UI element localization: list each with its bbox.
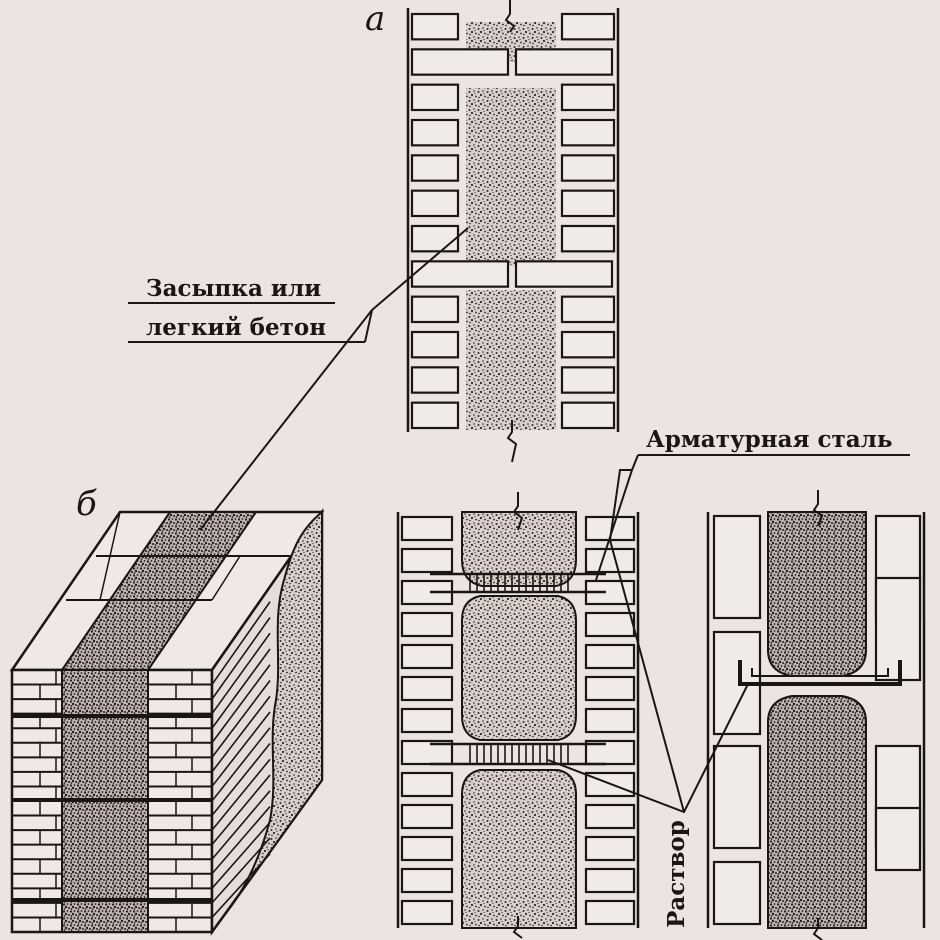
fill-a-mid [466,88,556,266]
side-course-joint [211,743,271,817]
brick-a [560,401,616,430]
brick-a [410,295,460,324]
side-course-joint [211,617,271,700]
brick-a [560,330,616,359]
brick-a [410,12,460,41]
brick-c [400,771,454,798]
break-mark-d-top [812,490,824,527]
side-course-joint [211,632,271,715]
brick-c [400,675,454,702]
brick-c [400,515,454,542]
brick-c [584,835,636,862]
mortar-leader [547,683,749,814]
core-c-mid [461,595,577,741]
brick-a [410,224,460,253]
brick-a [514,48,614,76]
fill-label-line-1: Засыпка или [146,275,321,302]
core-d-top [767,511,867,677]
brick-c [584,899,636,926]
figure-b-isometric-block [9,508,325,936]
brick-c [400,803,454,830]
brick-c [584,707,636,734]
mortar-label: Раствор [663,820,690,928]
side-course-joint [211,837,271,904]
fill-a-bottom [466,290,556,430]
brick-c [584,643,636,670]
brick-c [400,835,454,862]
side-course-joint [211,711,271,787]
brick-a [410,401,460,430]
side-course-joint [211,821,271,889]
brick-c [584,867,636,894]
brick-a [560,295,616,324]
break-mark-a-top [504,0,516,33]
brick-a [410,154,460,182]
side-course-joint [211,790,271,860]
side-course-joint [211,806,271,875]
brick-a [410,83,460,112]
brick-c [400,867,454,894]
brick-d [712,514,762,620]
leader-lines [128,227,910,814]
break-mark-c-bottom [512,916,523,939]
brick-c [400,547,454,574]
brick-a [410,330,460,359]
side-course-joint [211,695,271,773]
side-course-joint [211,774,271,846]
rebar-leader-to-d [608,469,685,813]
break-mark-c-top [512,492,524,531]
side-course-joint [211,648,271,729]
brick-a [410,118,460,147]
core-c-top [461,511,577,587]
hooked-tie [738,660,902,686]
side-course-joint [211,758,271,831]
brick-a [560,118,616,147]
brick-a [410,366,460,394]
brick-a [560,12,616,41]
brick-c [400,611,454,638]
side-course-joint [211,853,271,918]
side-course-joint [211,727,271,802]
fill-label-line-2: легкий бетон [146,314,326,341]
block-side-plaster [211,509,323,933]
side-course-joint [211,664,271,744]
brick-c [400,899,454,926]
brick-c [400,707,454,734]
brick-c [584,611,636,638]
core-c-bottom [461,769,577,929]
figure-a-wall-section [406,0,620,463]
core-d-bottom [767,695,867,929]
brick-c [584,547,636,574]
rebar-label: Арматурная сталь [646,426,892,453]
brick-d [712,744,762,850]
brick-a [560,189,616,218]
brick-d [712,860,762,926]
hooked-tie-inner [751,668,889,677]
brick-a [410,48,510,76]
side-course-joint [211,680,271,758]
brick-a [410,260,510,288]
break-mark-d-bottom [812,918,823,940]
brick-a [560,154,616,182]
fill-leader-to-b [199,309,373,531]
brick-a [514,260,614,288]
top-face-joint [211,555,241,601]
break-mark-a-bottom [506,420,518,463]
figure-tie-section [706,490,926,940]
brick-a [410,189,460,218]
side-course-joint [211,601,271,686]
figure-b-letter: б [76,484,97,524]
brick-a [560,83,616,112]
brick-c [400,643,454,670]
top-face-joint [99,511,121,601]
brick-a [560,366,616,394]
brick-c [400,739,454,766]
brick-c [584,675,636,702]
figure-a-letter: а [365,0,385,39]
brick-c [584,739,636,766]
brick-d [874,806,922,872]
brick-a [560,224,616,253]
brick-c [584,803,636,830]
